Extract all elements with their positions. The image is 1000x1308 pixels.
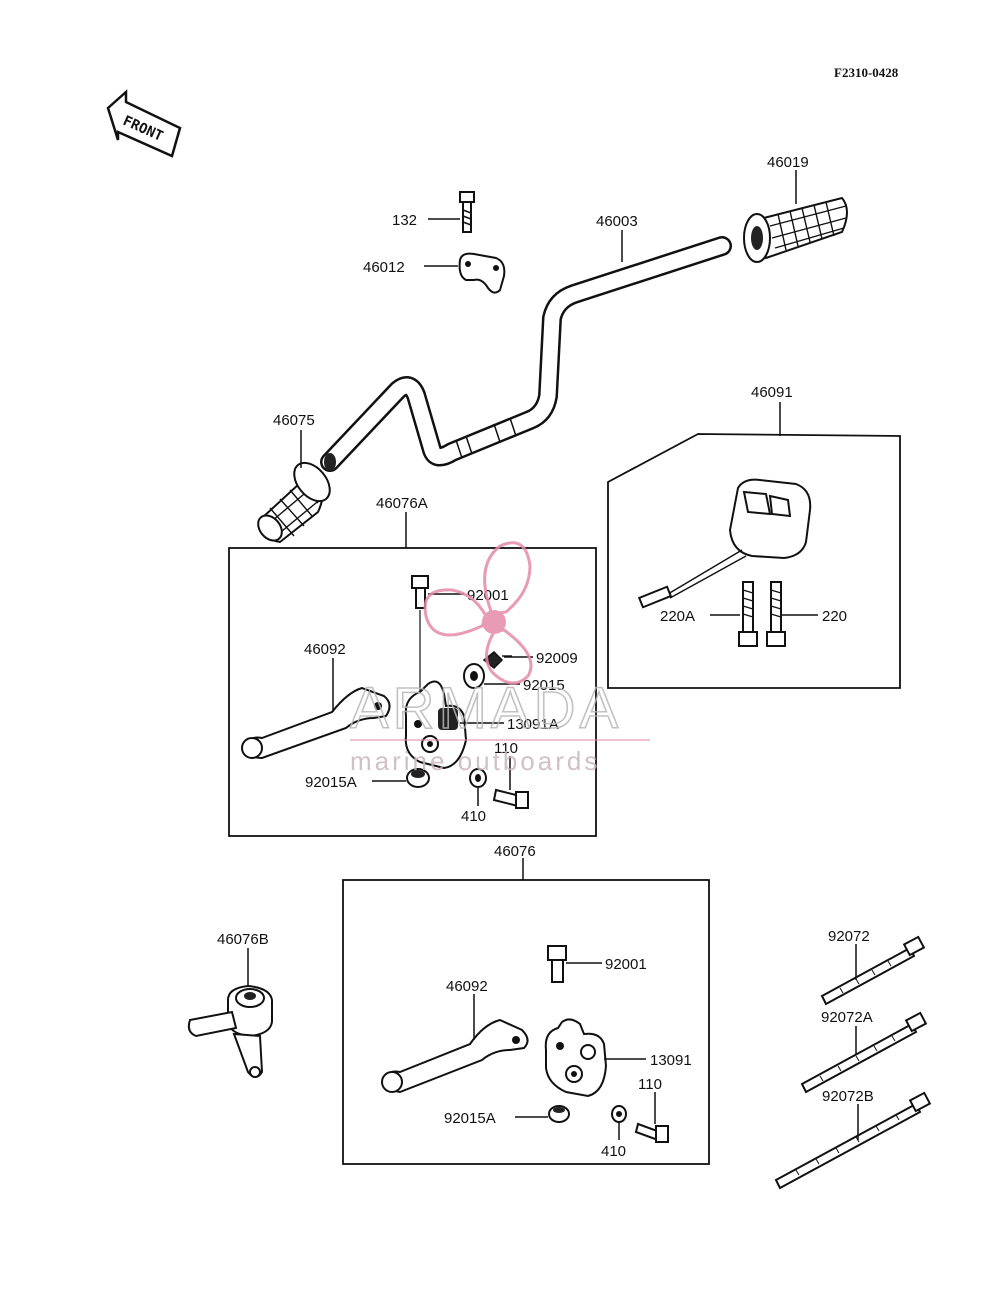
lever-46076-group-box — [342, 879, 710, 1165]
label-92009: 92009 — [536, 650, 578, 667]
label-13091A: 13091A — [507, 716, 559, 733]
label-92072B: 92072B — [822, 1088, 874, 1105]
propeller-icon — [423, 541, 533, 685]
figure-code: F2310-0428 — [834, 65, 899, 80]
label-46091: 46091 — [751, 384, 793, 401]
label-46076B: 46076B — [217, 931, 269, 948]
label-92072A: 92072A — [821, 1009, 873, 1026]
label-13091: 13091 — [650, 1052, 692, 1069]
label-92015: 92015 — [523, 677, 565, 694]
housing-46076B-drawing — [187, 984, 273, 1078]
grip-46075-drawing — [257, 461, 331, 544]
label-46075: 46075 — [273, 412, 315, 429]
switch-46091-drawing — [637, 478, 812, 647]
label-92072: 92072 — [828, 928, 870, 945]
label-132: 132 — [392, 212, 417, 229]
label-46092-b: 46092 — [446, 978, 488, 995]
label-110-a: 110 — [494, 740, 518, 757]
switch-46091-group-box — [607, 433, 901, 689]
label-110-b: 110 — [638, 1076, 662, 1093]
label-46003: 46003 — [596, 213, 638, 230]
cable-tie-92072-drawing — [820, 935, 926, 1006]
watermark-tagline: marine outboards — [350, 746, 600, 776]
label-46012: 46012 — [363, 259, 405, 276]
label-220: 220 — [822, 608, 847, 625]
lever-46076A-group-box — [228, 547, 597, 837]
lever-46076A-drawing — [241, 575, 529, 809]
label-92015A-b: 92015A — [444, 1110, 496, 1127]
grip-46019-drawing — [743, 196, 848, 263]
label-92015A-a: 92015A — [305, 774, 357, 791]
label-46076: 46076 — [494, 843, 536, 860]
label-410-b: 410 — [601, 1143, 626, 1160]
label-92001-b: 92001 — [605, 956, 647, 973]
front-arrow-icon: FRONT — [106, 89, 182, 158]
clamp-46012-drawing — [458, 252, 506, 294]
label-410-a: 410 — [461, 808, 486, 825]
cable-tie-92072B-drawing — [774, 1091, 932, 1190]
label-46076A: 46076A — [376, 495, 428, 512]
handlebar-drawing — [320, 236, 732, 472]
lever-46076-drawing — [381, 945, 669, 1143]
label-46092-a: 46092 — [304, 641, 346, 658]
watermark-logo: ARMADA marine outboards — [349, 541, 650, 776]
cable-tie-92072A-drawing — [800, 1011, 928, 1094]
label-46019: 46019 — [767, 154, 809, 171]
watermark-brand: ARMADA — [350, 676, 622, 741]
label-220A: 220A — [660, 608, 695, 625]
bolt-132-drawing — [459, 191, 475, 233]
